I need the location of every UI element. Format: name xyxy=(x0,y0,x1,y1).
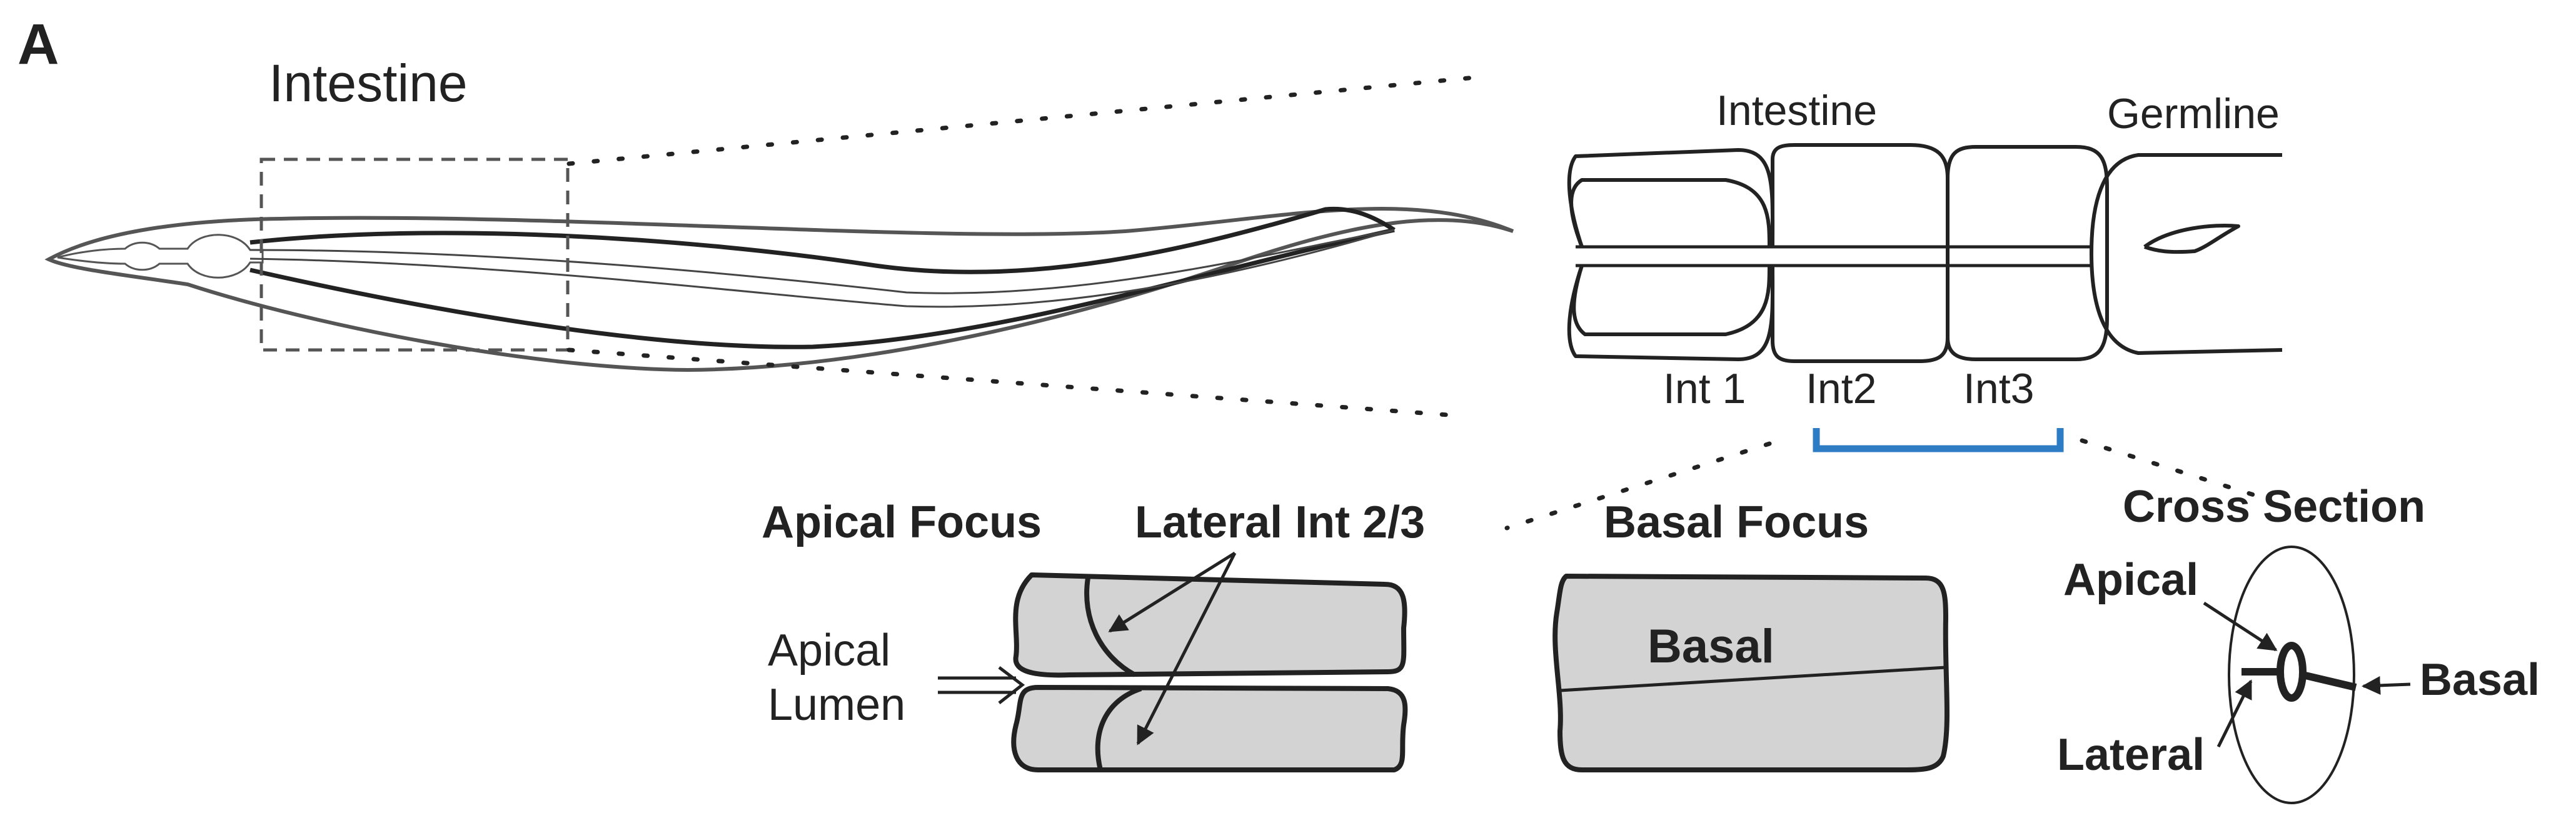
int2-int3-bracket xyxy=(1813,428,2064,452)
cross-basal-label: Basal xyxy=(2420,655,2540,705)
worm-intestine-label: Intestine xyxy=(269,54,468,112)
panel-letter: A xyxy=(18,12,59,76)
worm-pharynx xyxy=(57,234,264,279)
lateral-arrow-2 xyxy=(1136,552,1237,746)
segment-germline xyxy=(2090,153,2283,355)
basal-focus-title: Basal Focus xyxy=(1604,497,1869,547)
segment-int1-lower-inner xyxy=(1572,265,1771,336)
lateral-int-title: Lateral Int 2/3 xyxy=(1135,497,1425,547)
segment-int1-upper-inner xyxy=(1569,178,1771,248)
bracket-zoom-line-right xyxy=(2080,438,2272,502)
cross-section-title: Cross Section xyxy=(2123,482,2425,532)
cross-section-drawing xyxy=(2228,546,2357,804)
worm-lumen-2 xyxy=(249,229,1395,308)
cross-lateral-arrow xyxy=(2216,679,2253,748)
segment-int2-label: Int2 xyxy=(1806,365,1876,412)
segment-int3-label: Int3 xyxy=(1963,365,2034,412)
basal-focus-drawing xyxy=(1552,574,1950,772)
intestine-segments xyxy=(1567,143,2283,363)
zoom-line-bottom xyxy=(566,347,1459,418)
lateral-arrow-1 xyxy=(1108,551,1236,633)
basal-label: Basal xyxy=(1648,620,1774,673)
apical-focus-drawing xyxy=(1011,572,1408,772)
worm-body-outline xyxy=(44,206,1514,372)
lateral-membrane-lower xyxy=(1095,686,1142,771)
zoom-line-top xyxy=(566,74,1491,166)
apical-focus-title: Apical Focus xyxy=(762,497,1042,547)
apical-lumen-label-1: Apical xyxy=(768,626,890,676)
segment-int1-label: Int 1 xyxy=(1663,365,1746,412)
segment-int2 xyxy=(1771,143,1950,363)
apical-lumen-label-2: Lumen xyxy=(768,680,905,730)
bracket-zoom-line-left xyxy=(1504,441,1772,531)
basal-lateral-line xyxy=(1559,666,1946,692)
segments-germline-label: Germline xyxy=(2107,90,2280,137)
cross-apical-arrow xyxy=(2203,601,2278,652)
apical-cell-upper xyxy=(1013,572,1407,678)
worm-diagram xyxy=(44,157,1514,372)
worm-intestine-bottom xyxy=(249,227,1395,349)
segment-int1-lower xyxy=(1567,265,1775,361)
segment-int1-upper xyxy=(1567,148,1775,247)
apical-cell-lower xyxy=(1011,685,1408,772)
lateral-membrane-upper xyxy=(1084,577,1136,677)
cross-section-lumen xyxy=(2277,642,2307,702)
cross-basal-arrow xyxy=(2362,676,2411,695)
segments-intestine-label: Intestine xyxy=(1716,87,1877,134)
basal-cell xyxy=(1552,574,1950,772)
cross-lateral-label: Lateral xyxy=(2057,730,2205,780)
worm-lumen-1 xyxy=(249,229,1395,294)
germline-inner xyxy=(2143,223,2240,254)
cross-section-lateral-right xyxy=(2302,671,2357,691)
lumen-arrow-head xyxy=(998,666,1025,704)
worm-intestine-top xyxy=(249,206,1396,274)
segment-int3 xyxy=(1946,145,2109,361)
cross-apical-label: Apical xyxy=(2063,555,2198,605)
